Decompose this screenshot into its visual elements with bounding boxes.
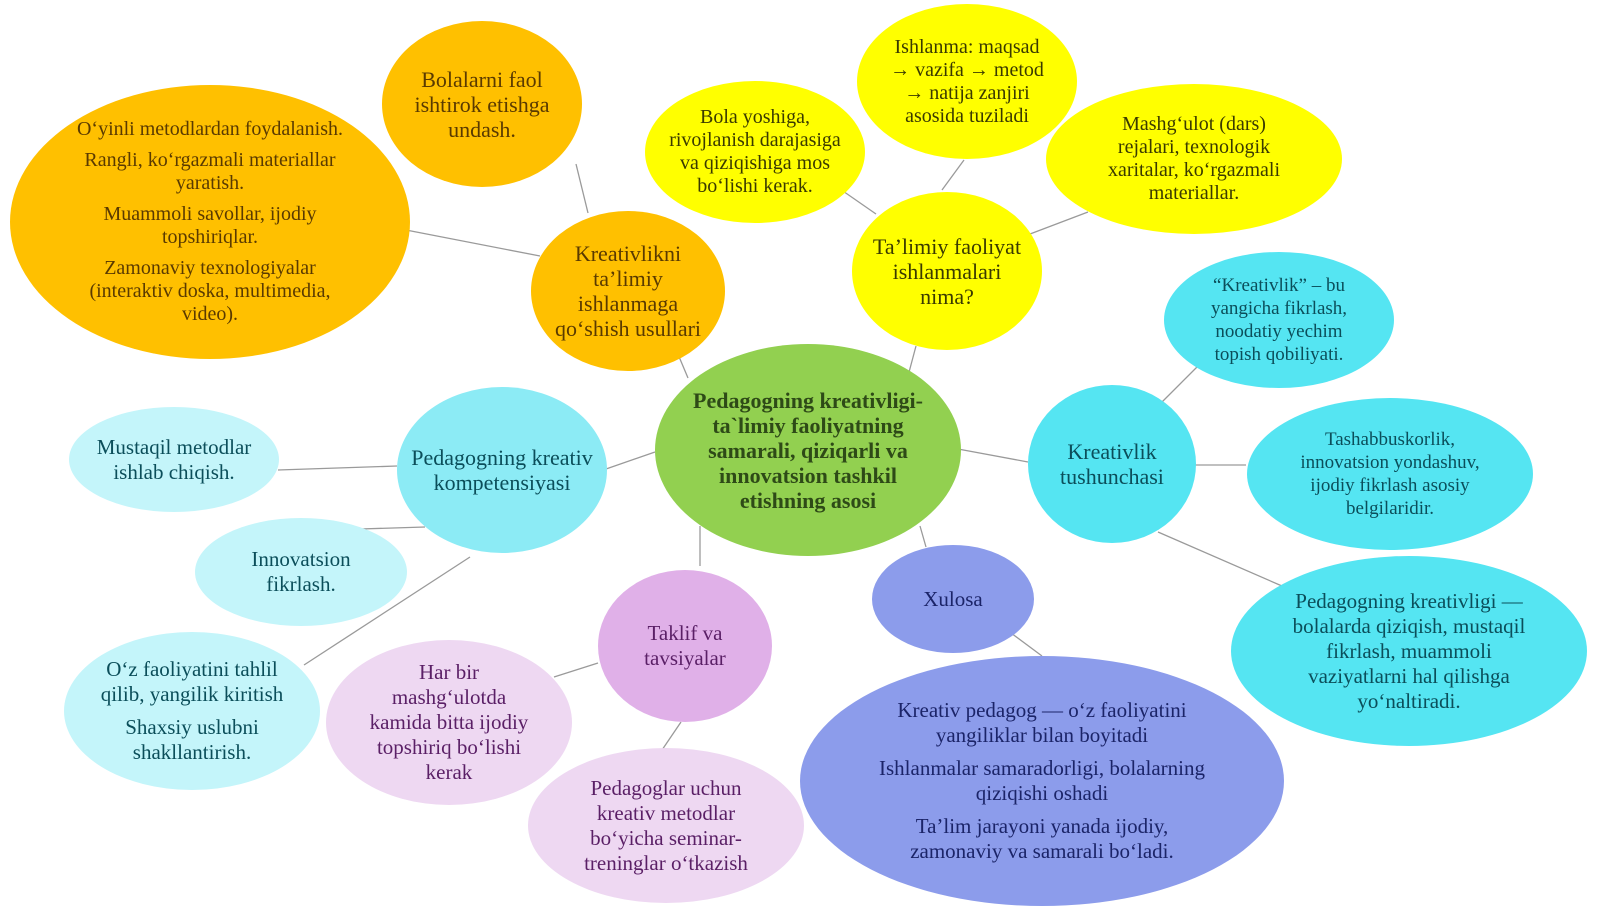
methods-technique-4: Zamonaviy texnologiyalar (interaktiv dos… [89,257,331,325]
activities-chain-node: Ishlanma: maqsad → vazifa → metod → nati… [857,4,1077,159]
connector-activities-age [839,188,877,215]
connector-proposals-task [553,662,599,678]
proposals-branch-node: Taklif va tavsiyalar [598,570,772,722]
connector-activities-chain [941,159,965,191]
activities-plans-node: Mashg‘ulot (dars) rejalari, texnologik x… [1046,84,1342,234]
activities-plans-text: Mashg‘ulot (dars) rejalari, texnologik x… [1107,113,1281,204]
connector-concept-definition [1161,365,1199,403]
concept-branch-node: Kreativlik tushunchasi [1028,385,1196,543]
concept-definition-text: “Kreativlik” – bu yangicha fikrlash, noo… [1210,275,1348,365]
connector-competence-analysis [303,556,471,666]
central-topic-node: Pedagogning kreativligi- ta`limiy faoliy… [655,344,961,556]
connector-activities-plans [1029,211,1089,235]
central-topic-text: Pedagogning kreativligi- ta`limiy faoliy… [693,387,923,513]
methods-branch-node: Kreativlikni ta’limiy ishlanmaga qo‘shis… [531,211,725,371]
proposals-seminars-text: Pedagoglar uchun kreativ metodlar bo‘yic… [584,775,748,875]
connector-center-concept [957,448,1029,463]
methods-technique-2: Rangli, ko‘rgazmali materiallar yaratish… [84,149,336,194]
concept-branch-title: Kreativlik tushunchasi [1060,439,1164,489]
proposals-branch-title: Taklif va tavsiyalar [644,621,726,670]
methods-branch-title: Kreativlikni ta’limiy ishlanmaga qo‘shis… [554,241,702,341]
methods-participation-text: Bolalarni faol ishtirok etishga undash. [414,66,550,142]
connector-methods-participation [575,163,589,214]
concept-initiative-text: Tashabbuskorlik, innovatsion yondashuv, … [1300,429,1480,519]
competence-analysis-node: O‘z faoliyatini tahlil qilib, yangilik k… [64,632,320,790]
connector-center-competence [605,451,656,470]
activities-age-node: Bola yoshiga, rivojlanish darajasiga va … [645,81,865,223]
concept-curiosity-text: Pedagogning kreativligi — bolalarda qizi… [1292,588,1526,713]
proposals-task-text: Har bir mashg‘ulotda kamida bitta ijodiy… [369,660,529,784]
competence-branch-title: Pedagogning kreativ kompetensiyasi [411,445,593,495]
connector-proposals-seminars [661,721,682,751]
methods-technique-1: O‘yinli metodlardan foydalanish. [76,118,344,140]
conclusion-summary-2: Ishlanmalar samaradorligi, bolalarning q… [879,756,1205,805]
methods-participation-node: Bolalarni faol ishtirok etishga undash. [382,21,582,187]
connector-competence-thinking [359,526,426,530]
conclusion-summary-1: Kreativ pedagog — o‘z faoliyatini yangil… [897,698,1187,747]
concept-definition-node: “Kreativlik” – bu yangicha fikrlash, noo… [1164,252,1394,388]
conclusion-branch-title: Xulosa [923,586,983,611]
proposals-task-node: Har bir mashg‘ulotda kamida bitta ijodiy… [326,640,572,805]
competence-thinking-node: Innovatsion fikrlash. [195,518,407,626]
activities-age-text: Bola yoshiga, rivojlanish darajasiga va … [669,106,841,197]
connector-competence-methods [277,465,398,471]
activities-branch-title: Ta’limiy faoliyat ishlanmalari nima? [872,233,1022,309]
activities-branch-node: Ta’limiy faoliyat ishlanmalari nima? [852,192,1042,350]
competence-methods-text: Mustaqil metodlar ishlab chiqish. [96,434,252,484]
concept-curiosity-node: Pedagogning kreativligi — bolalarda qizi… [1231,556,1587,746]
methods-techniques-node: O‘yinli metodlardan foydalanish. Rangli,… [10,85,410,359]
conclusion-summary-node: Kreativ pedagog — o‘z faoliyatini yangil… [800,656,1284,906]
connector-center-conclusion [919,525,927,548]
proposals-seminars-node: Pedagoglar uchun kreativ metodlar bo‘yic… [528,748,804,903]
conclusion-branch-node: Xulosa [872,545,1034,653]
competence-methods-node: Mustaqil metodlar ishlab chiqish. [69,407,279,512]
competence-branch-node: Pedagogning kreativ kompetensiyasi [397,387,607,553]
connector-concept-curiosity [1157,531,1283,587]
methods-technique-3: Muammoli savollar, ijodiy topshiriqlar. [103,203,317,248]
connector-methods-playful [405,229,541,257]
conclusion-summary-3: Ta’lim jarayoni yanada ijodiy, zamonaviy… [910,814,1174,863]
connector-conclusion-summary [1010,632,1043,657]
competence-thinking-text: Innovatsion fikrlash. [251,547,351,596]
competence-style-text: Shaxsiy uslubni shakllantirish. [125,715,259,764]
competence-analysis-text: O‘z faoliyatini tahlil qilib, yangilik k… [100,657,284,706]
activities-chain-text: Ishlanma: maqsad → vazifa → metod → nati… [890,35,1044,127]
concept-initiative-node: Tashabbuskorlik, innovatsion yondashuv, … [1247,398,1533,550]
